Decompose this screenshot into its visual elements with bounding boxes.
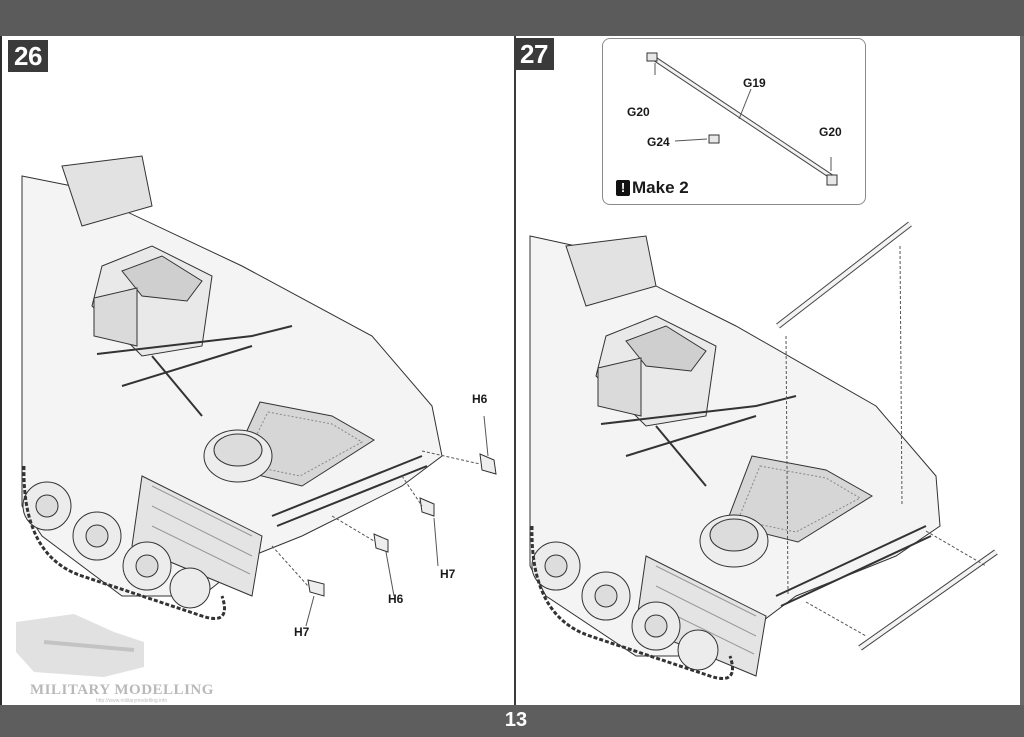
step-number-badge: 26 — [8, 40, 48, 72]
make-quantity-text: Make 2 — [632, 178, 689, 197]
g19-rod-assembly-drawing — [646, 52, 838, 186]
part-label-h6-upper: H6 — [472, 392, 488, 406]
sub-assembly-inset: G19 G20 G24 G20 — [602, 38, 866, 205]
bottom-bar — [0, 705, 1024, 737]
page-number: 13 — [504, 709, 528, 731]
watermark-text: MILITARY MODELLING — [30, 682, 214, 698]
step-divider — [514, 36, 516, 705]
part-label-h6-lower: H6 — [388, 592, 404, 606]
part-label-g20-left: G20 — [627, 105, 650, 119]
exclamation-icon: ! — [616, 180, 630, 196]
top-bar — [0, 0, 1024, 36]
part-label-h7-right: H7 — [440, 567, 456, 581]
part-label-g20-right: G20 — [819, 125, 842, 139]
make-quantity-note: ! Make 2 — [616, 178, 689, 198]
part-label-g24: G24 — [647, 135, 670, 149]
watermark-tank-logo — [16, 614, 144, 677]
step-27-hull-drawing — [529, 221, 998, 680]
step-number-badge: 27 — [514, 38, 554, 70]
page-edge-left — [0, 36, 2, 705]
part-label-h7-bottom: H7 — [294, 625, 310, 639]
page-edge-right — [1020, 36, 1024, 705]
watermark-url: http://www.militarymodelling.info — [96, 698, 168, 704]
part-label-g19: G19 — [743, 76, 766, 90]
step-26-hull-drawing — [21, 155, 497, 627]
